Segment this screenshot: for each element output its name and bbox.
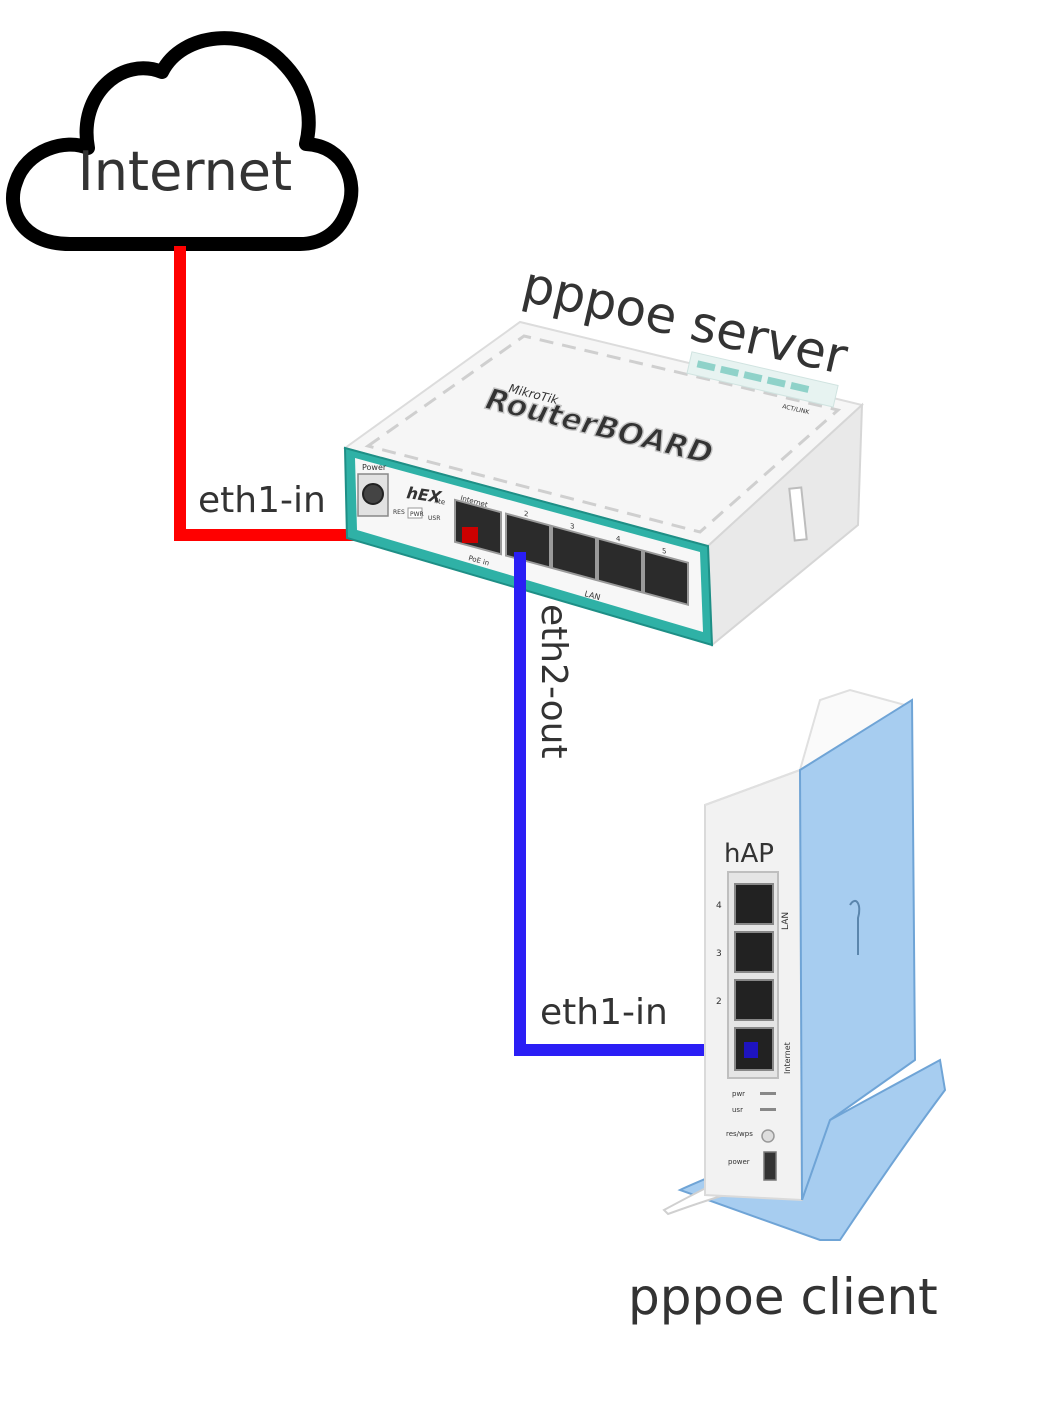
server-product-suffix: lite [434, 497, 446, 506]
pppoe-client-label: pppoe client [628, 1268, 938, 1326]
server-power-label: Power [362, 463, 387, 472]
client-power-jack [763, 1151, 777, 1181]
server-port-4 [597, 537, 643, 594]
power-jack-icon [362, 483, 384, 505]
client-pwr-led [760, 1092, 776, 1095]
server-ports: 2 3 4 5 [454, 498, 689, 607]
client-reset-label: res/wps [726, 1130, 753, 1138]
client-port-number: 3 [716, 949, 722, 959]
wan-cable-plug [462, 527, 478, 543]
server-port-number: 4 [616, 533, 621, 543]
server-port-5 [643, 549, 689, 607]
client-port-4 [734, 883, 774, 925]
server-top-inner [364, 334, 842, 534]
client-usr-led [760, 1108, 776, 1111]
client-reset-button [761, 1129, 775, 1143]
client-port-number: 4 [716, 901, 722, 911]
pppoe-server-router: Power hEX lite PWR RES USR Internet PoE … [342, 320, 865, 648]
server-port-3 [551, 524, 597, 582]
client-model-text: hAP [724, 839, 774, 869]
server-port-number: 5 [662, 546, 666, 556]
lan-cable [514, 552, 752, 1056]
client-port-number: 2 [716, 997, 722, 1007]
cloud-icon [6, 31, 359, 251]
server-led-strip [686, 351, 839, 408]
server-usr-label: USR [428, 515, 440, 522]
server-pwr-led [407, 507, 423, 519]
link-out-label: eth2-out [533, 604, 574, 759]
server-product-name: hEX [405, 483, 443, 507]
client-lan-label: LAN [781, 912, 791, 930]
client-port-3 [734, 931, 774, 973]
link-wan-in-label: eth1-in [198, 480, 326, 521]
client-pwr-label: pwr [732, 1090, 745, 1098]
server-lan-label: LAN [583, 589, 601, 602]
cloud-label: Internet [78, 140, 292, 203]
client-internet-label: Internet [783, 1042, 792, 1074]
server-port-number: 2 [524, 509, 528, 519]
internet-cloud: Internet [6, 31, 359, 251]
client-power-label: power [728, 1158, 750, 1166]
pppoe-client-router: hAP 4 3 2 LAN Internet pwr usr res/wps p… [662, 688, 947, 1241]
server-side-vent [788, 486, 808, 542]
server-pwr-label: PWR [410, 511, 424, 518]
client-logo-icon [849, 899, 861, 955]
server-res-label: RES [393, 509, 405, 516]
client-usr-label: usr [732, 1106, 743, 1114]
lan-cable-plug [744, 1042, 758, 1058]
server-port-number: 3 [570, 521, 574, 531]
link-client-in-label: eth1-in [540, 992, 668, 1033]
lan-cable-line [514, 552, 752, 1056]
client-port-2 [734, 979, 774, 1021]
